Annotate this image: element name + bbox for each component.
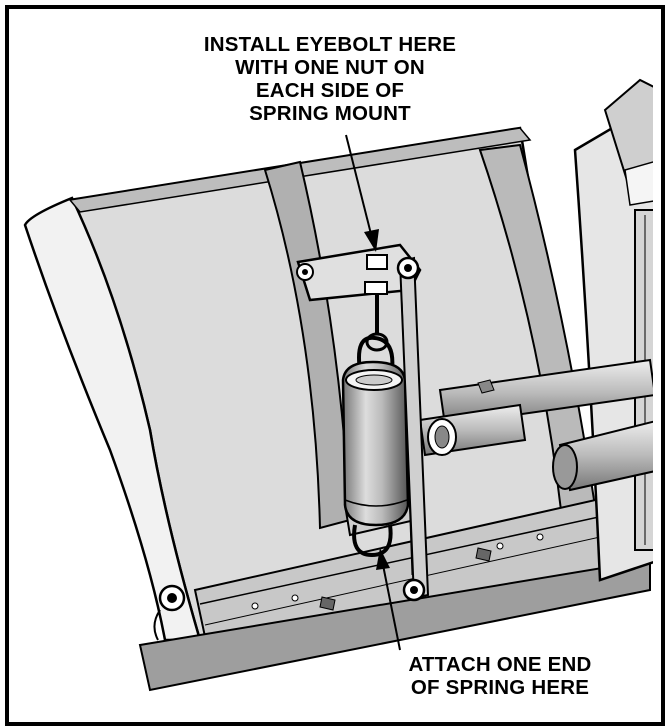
spring-hook-bottom <box>352 524 393 558</box>
eyebolt-nut-bottom <box>364 281 388 295</box>
arrow-top-line <box>345 134 373 239</box>
spring-body <box>341 360 410 527</box>
eyebolt-nut-top <box>366 254 388 270</box>
callout-eyebolt-line-1: INSTALL EYEBOLT HERE <box>203 33 457 56</box>
callout-eyebolt: INSTALL EYEBOLT HERE WITH ONE NUT ON EAC… <box>160 33 500 125</box>
callout-eyebolt-line-3: EACH SIDE OF <box>255 79 405 102</box>
callout-eyebolt-line-2: WITH ONE NUT ON <box>235 56 425 79</box>
spring-hook-top <box>357 335 395 371</box>
arrow-bottom-head <box>376 548 390 570</box>
callout-spring-line-1: ATTACH ONE END <box>408 653 592 676</box>
arrow-top-head <box>364 229 379 252</box>
callout-spring-line-2: OF SPRING HERE <box>410 676 590 699</box>
callout-eyebolt-line-4: SPRING MOUNT <box>249 102 411 125</box>
arrow-bottom-line <box>382 564 401 651</box>
blade-left-edge <box>23 196 202 642</box>
callout-spring: ATTACH ONE END OF SPRING HERE <box>355 653 645 699</box>
